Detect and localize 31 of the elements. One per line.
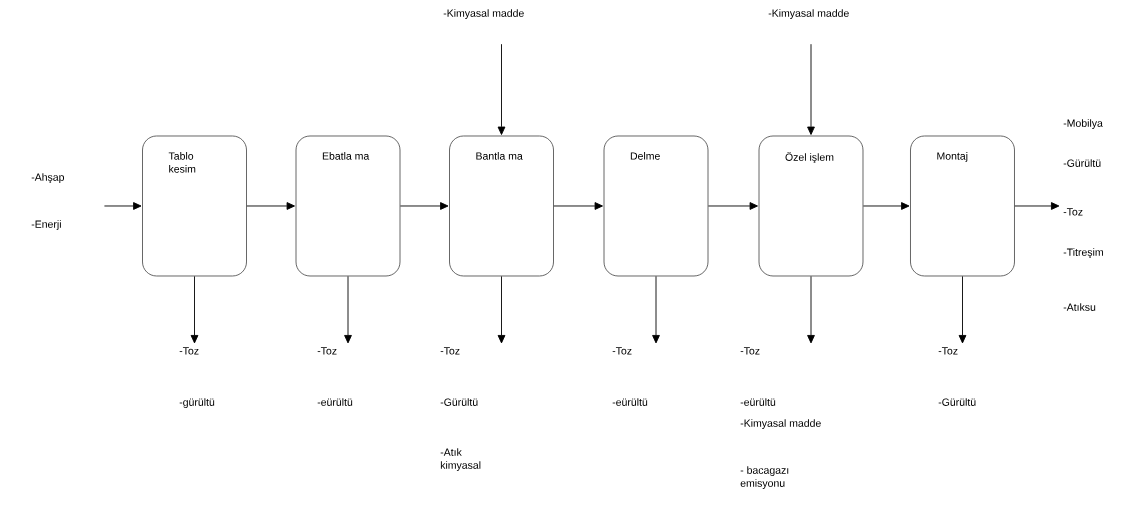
arrow	[1014, 202, 1060, 210]
flow-text: -Toz -eürültü	[612, 347, 648, 406]
arrow	[497, 43, 506, 135]
process-box: Bantla ma	[449, 135, 554, 277]
arrow	[399, 202, 449, 210]
flow-text: -Toz -eürültü -Kimyasal madde - bacagazı emisyonu	[740, 347, 821, 489]
process-box: Montaj	[910, 135, 1015, 277]
flow-text: -Kimyasal madde	[443, 9, 524, 19]
process-box: Özel işlem	[758, 135, 864, 277]
process-box: Delme	[603, 135, 709, 277]
flow-text: -Kimyasal madde	[768, 9, 849, 19]
arrow	[344, 275, 352, 344]
arrow	[862, 202, 910, 210]
arrow	[707, 202, 758, 210]
flow-text: -Toz -gürültü	[179, 347, 215, 408]
arrow	[807, 275, 815, 344]
flow-text: -Ahşap -Enerji	[31, 173, 65, 230]
arrow	[553, 202, 603, 210]
process-box: Ebatla ma	[295, 135, 401, 277]
flow-text: -Toz -eürültü	[317, 347, 353, 406]
arrow	[103, 202, 142, 210]
process-box: Tablo kesim	[142, 135, 247, 277]
flow-text: -Mobilya -Gürültü -Toz -Titreşim -Atıksu	[1063, 119, 1103, 311]
arrow	[958, 275, 967, 344]
arrow	[246, 202, 295, 210]
arrow	[652, 275, 660, 344]
arrow	[497, 275, 506, 344]
arrow	[807, 43, 815, 135]
arrow	[190, 275, 199, 344]
flow-text: -Toz -Gürültü	[938, 347, 976, 406]
flow-text: -Toz -Gürültü -Atık kimyasal	[440, 347, 481, 471]
